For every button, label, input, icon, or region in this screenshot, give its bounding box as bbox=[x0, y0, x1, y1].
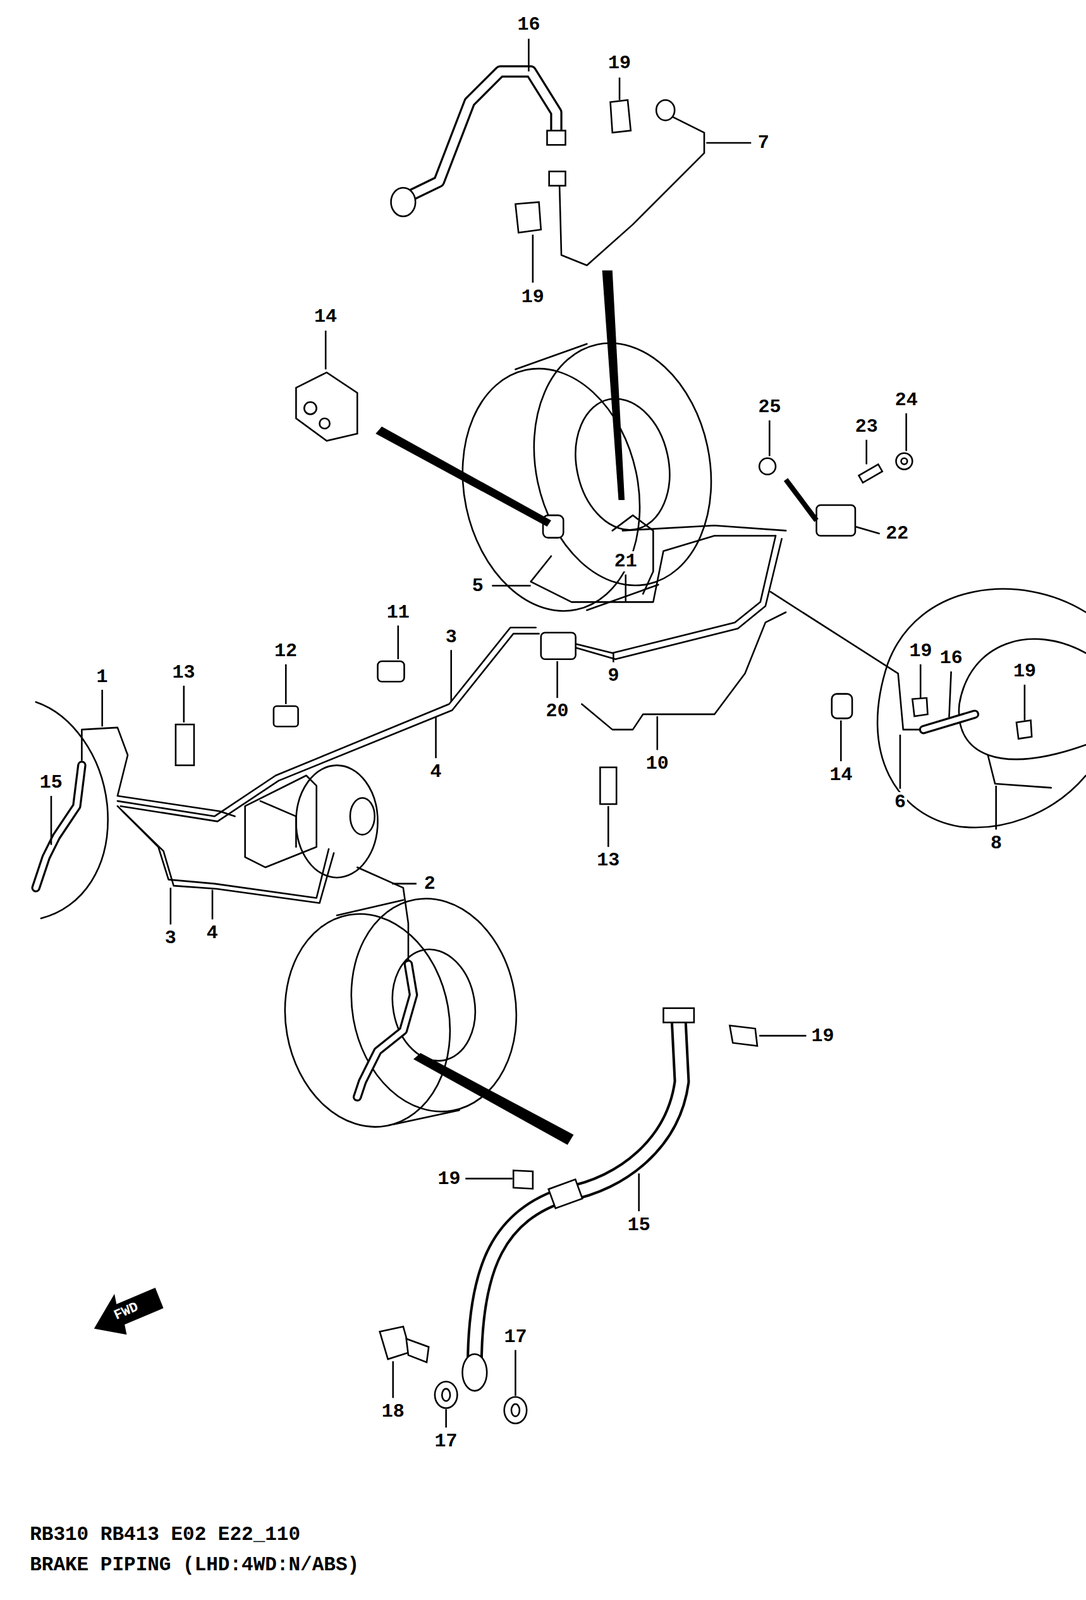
callout-number: 19 bbox=[907, 640, 934, 662]
diagram-caption: BRAKE PIPING (LHD:4WD:N/ABS) bbox=[28, 1554, 361, 1576]
callout-number: 13 bbox=[171, 662, 197, 683]
callout-number: 16 bbox=[515, 14, 542, 35]
callout-number: 13 bbox=[595, 850, 621, 871]
callout-number: 15 bbox=[626, 1214, 652, 1236]
callout-number: 21 bbox=[613, 551, 639, 572]
callout-number: 24 bbox=[893, 390, 920, 411]
callout-number: 23 bbox=[854, 416, 880, 437]
callout-number: 6 bbox=[893, 792, 908, 813]
model-code: RB310 RB413 E02 E22_110 bbox=[28, 1523, 302, 1545]
callout-number: 17 bbox=[502, 1326, 528, 1348]
callout-number: 3 bbox=[444, 627, 459, 648]
callout-number: 19 bbox=[1012, 661, 1038, 682]
callout-number: 4 bbox=[428, 761, 443, 782]
callout-number: 17 bbox=[433, 1431, 459, 1452]
callout-number: 22 bbox=[884, 523, 910, 544]
callout-number: 14 bbox=[828, 764, 854, 786]
callout-number: 15 bbox=[38, 772, 64, 793]
callout-number: 10 bbox=[644, 753, 671, 774]
callout-number: 18 bbox=[380, 1401, 406, 1422]
callout-number: 19 bbox=[809, 1025, 836, 1047]
callout-number: 19 bbox=[520, 286, 546, 308]
callout-number: 25 bbox=[756, 396, 782, 418]
callout-number: 12 bbox=[273, 640, 299, 662]
callout-number: 8 bbox=[989, 833, 1004, 854]
callout-number: 3 bbox=[163, 927, 178, 949]
callout-number: 2 bbox=[422, 873, 437, 894]
callout-number: 19 bbox=[606, 53, 633, 74]
callout-number: 11 bbox=[385, 602, 411, 623]
callout-number: 7 bbox=[756, 132, 771, 153]
callout-number: 20 bbox=[544, 701, 571, 722]
callout-number: 4 bbox=[205, 922, 220, 944]
callout-number: 1 bbox=[94, 666, 109, 688]
callout-number: 9 bbox=[606, 665, 621, 686]
callout-number: 16 bbox=[938, 647, 964, 669]
callout-number: 14 bbox=[312, 306, 339, 327]
callout-number: 5 bbox=[470, 575, 485, 597]
callout-number: 19 bbox=[436, 1168, 462, 1190]
